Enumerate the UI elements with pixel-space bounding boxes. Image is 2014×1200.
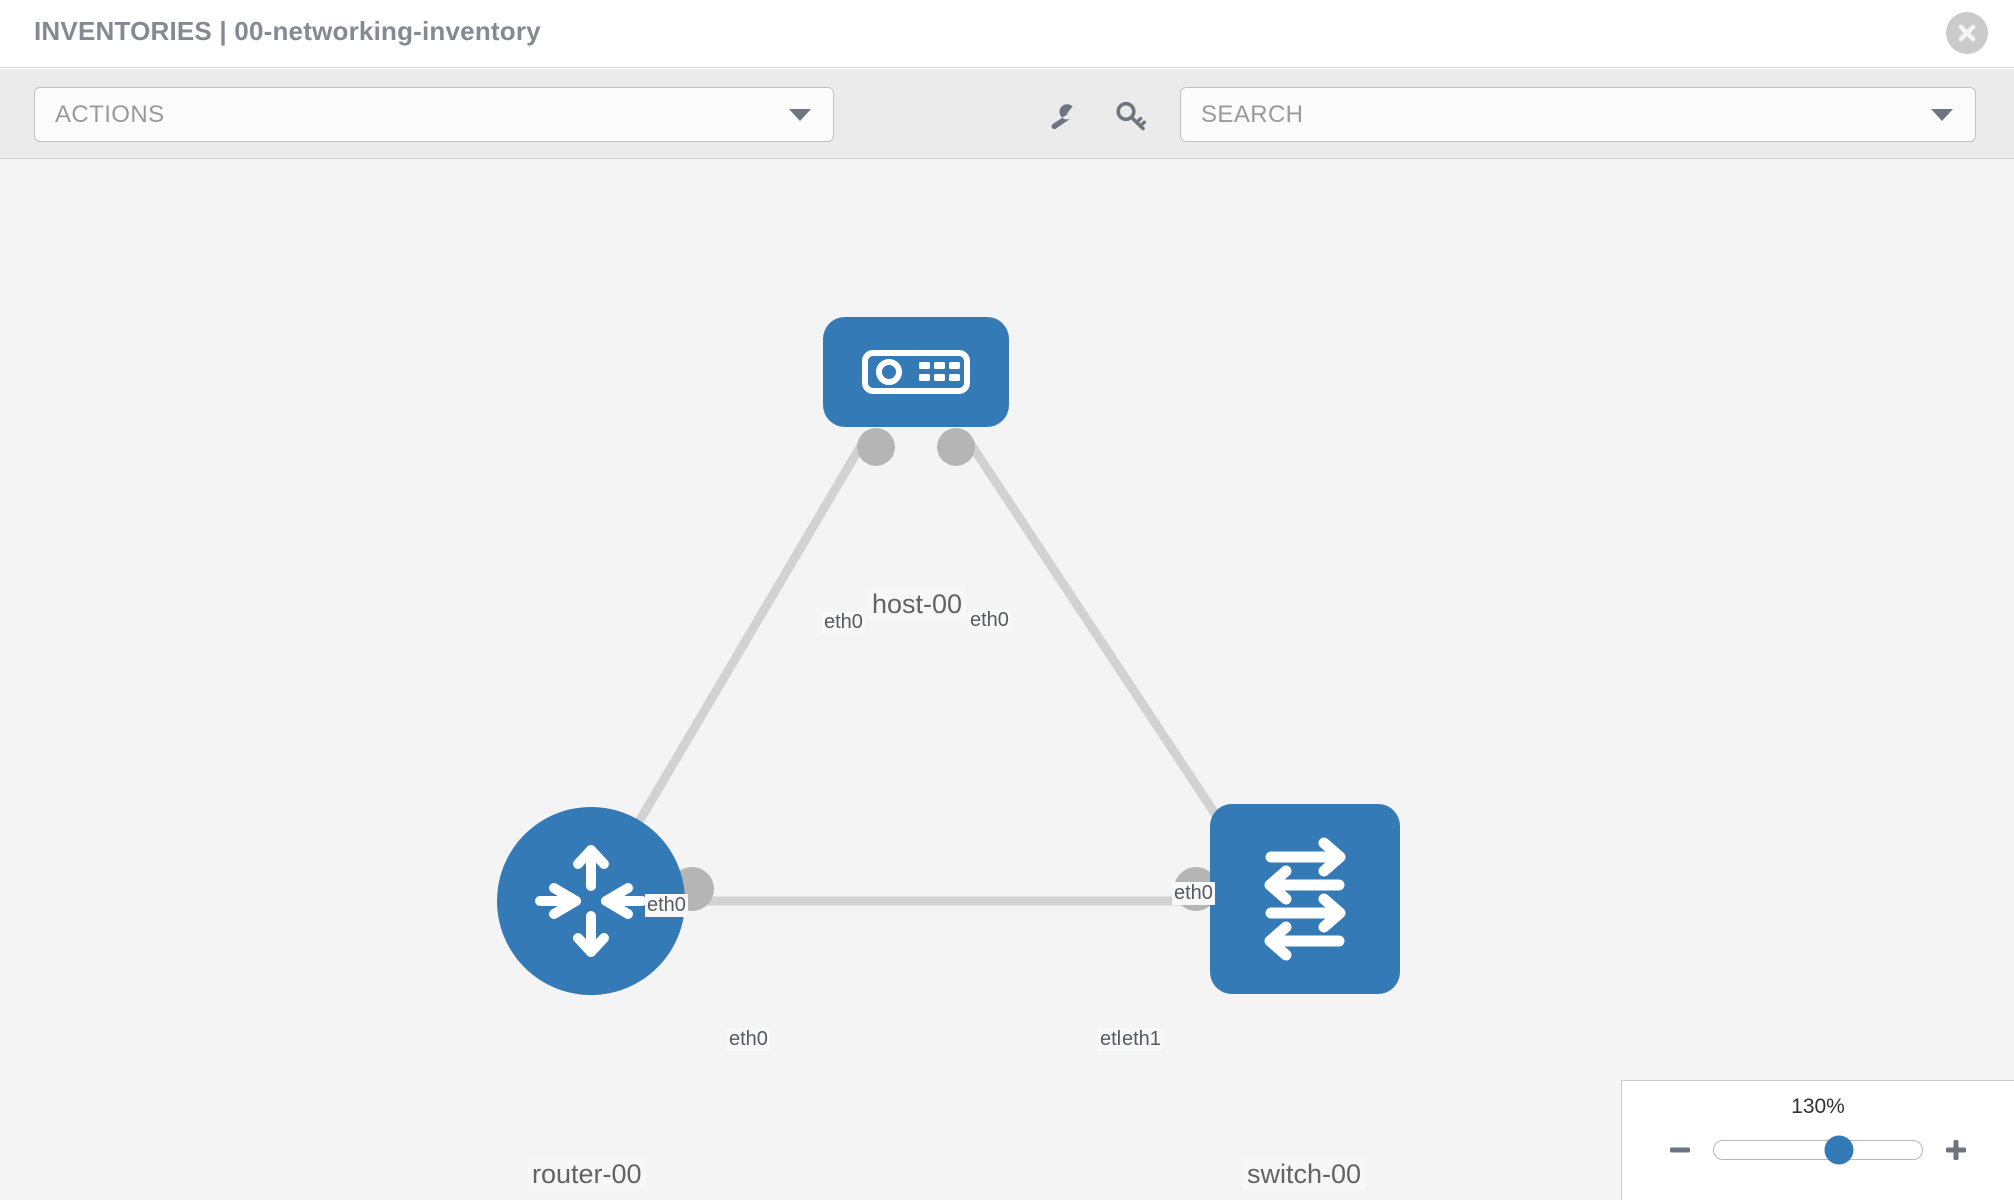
server-icon[interactable] — [823, 317, 1009, 427]
zoom-control-panel: 130% — [1621, 1080, 2014, 1200]
iface-label-switch-west-1: eth1 — [1120, 1028, 1163, 1051]
search-input[interactable]: SEARCH — [1180, 87, 1976, 142]
chevron-down-icon — [1931, 108, 1953, 121]
search-placeholder: SEARCH — [1201, 100, 1304, 128]
toolbar: ACTIONS SEARCH — [0, 69, 2014, 159]
node-label-router-00: router-00 — [528, 1159, 646, 1190]
link-host-router — [612, 432, 871, 864]
wrench-icon[interactable] — [1043, 97, 1083, 137]
page-title: INVENTORIES | 00-networking-inventory — [34, 16, 541, 46]
switch-arrows-icon[interactable] — [1210, 804, 1400, 994]
link-host-switch — [961, 432, 1250, 864]
node-label-host-00: host-00 — [868, 589, 967, 620]
iface-label-switch-up: eth0 — [1172, 882, 1215, 905]
zoom-slider[interactable] — [1713, 1135, 1923, 1165]
actions-dropdown-label: ACTIONS — [55, 100, 165, 128]
endpoint-host-left — [857, 428, 895, 466]
key-icon[interactable] — [1112, 97, 1152, 137]
endpoint-host-right — [937, 428, 975, 466]
iface-label-router-east: eth0 — [727, 1028, 770, 1051]
actions-dropdown[interactable]: ACTIONS — [34, 87, 834, 142]
zoom-level-value: 130% — [1791, 1095, 1845, 1118]
node-label-switch-00: switch-00 — [1243, 1159, 1366, 1190]
zoom-slider-thumb[interactable] — [1824, 1135, 1854, 1165]
iface-label-host-left: eth0 — [822, 611, 865, 634]
zoom-out-button[interactable] — [1663, 1133, 1697, 1167]
topology-links — [612, 428, 1254, 911]
topology-canvas[interactable]: host-00 router-00 — [0, 159, 2014, 1200]
iface-label-host-right: eth0 — [968, 609, 1011, 632]
close-icon[interactable] — [1946, 12, 1988, 54]
zoom-in-button[interactable] — [1939, 1133, 1973, 1167]
page-header: INVENTORIES | 00-networking-inventory — [0, 0, 2014, 68]
iface-label-router-up: eth0 — [645, 894, 688, 917]
link-endpoints — [621, 428, 1254, 911]
chevron-down-icon — [789, 108, 811, 121]
zoom-slider-row — [1622, 1133, 2014, 1167]
